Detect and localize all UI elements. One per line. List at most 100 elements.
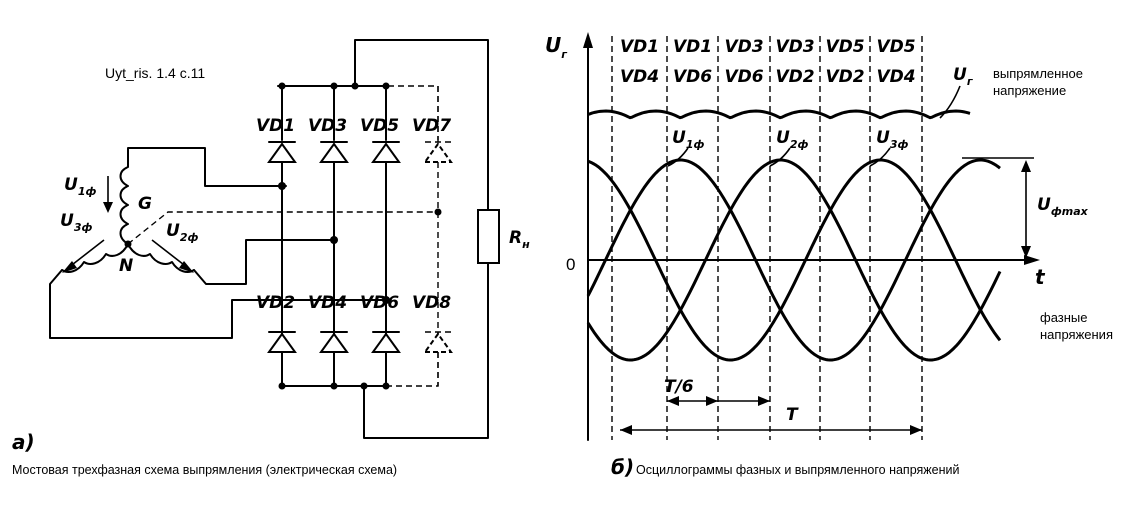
y-axis-arrow	[583, 32, 593, 48]
conduction-label-top: VD1	[673, 37, 712, 57]
bus-node	[382, 82, 390, 90]
generator-windings	[49, 147, 438, 339]
bus-node	[360, 382, 368, 390]
conduction-label-top: VD5	[876, 37, 915, 57]
bus-node	[278, 382, 286, 390]
x-axis-arrow	[1024, 255, 1040, 265]
rectified-label: выпрямленное напряжение	[993, 66, 1087, 98]
diode-label-top: VD1	[256, 116, 295, 136]
diode-symbol	[423, 142, 453, 163]
oscillogram-caption: Осциллограммы фазных и выпрямленного нап…	[636, 463, 959, 477]
circuit-diagram: Uyt_ris. 1.4 c.11 Rн VD1VD2VD3VD4VD5VD6V…	[12, 39, 530, 477]
amplitude-label: Uфmax	[1037, 195, 1089, 218]
part-a-label: a)	[12, 430, 35, 454]
bus-node	[351, 82, 359, 90]
amplitude-arrow-bottom	[1021, 246, 1031, 258]
conduction-label-bottom: VD2	[775, 67, 814, 87]
u1-arrow-head	[103, 202, 113, 213]
phase2-curve-label: U2ф	[776, 128, 808, 151]
phase-curves	[586, 158, 1002, 362]
diode-symbol	[319, 332, 349, 353]
phase3-label-leader	[869, 147, 891, 167]
conduction-label-top: VD3	[775, 37, 814, 57]
u3-arrow-head	[62, 261, 77, 273]
phase3-winding	[61, 243, 129, 273]
u2-arrow-head	[179, 261, 194, 273]
zero-label: 0	[566, 255, 575, 274]
bus-node	[330, 82, 338, 90]
diode-symbol	[319, 142, 349, 163]
generator-label: G	[138, 194, 152, 214]
x-axis-label: t	[1035, 265, 1046, 289]
conduction-label-top: VD3	[724, 37, 763, 57]
t6-arrow-mid	[706, 396, 718, 406]
diode-label-bottom: VD8	[412, 293, 451, 313]
y-axis-label: Uг	[545, 33, 568, 61]
conduction-label-bottom: VD6	[673, 67, 712, 87]
bottom-bus-dashed	[386, 330, 439, 387]
phase1-label-leader	[667, 147, 689, 167]
phase-voltage-label: фазные напряжения	[1040, 310, 1113, 342]
t6-label: T/6	[664, 377, 694, 397]
diode-label-top: VD7	[412, 116, 451, 136]
bus-node	[382, 382, 390, 390]
u1-label: U1ф	[64, 175, 96, 198]
load-label: Rн	[509, 228, 530, 251]
diode-symbol	[267, 142, 297, 163]
part-b-label: б)	[611, 455, 634, 479]
conduction-label-bottom: VD4	[620, 67, 659, 87]
commutation-lines	[611, 36, 923, 440]
diode-symbol	[371, 332, 401, 353]
phase2-label-leader	[769, 147, 791, 167]
u3-label: U3ф	[60, 211, 92, 234]
period-arrow-left	[620, 425, 632, 435]
bottom-to-load-wire	[363, 262, 489, 439]
phase3-curve-label: U3ф	[876, 128, 908, 151]
top-to-load-wire	[354, 39, 489, 211]
neutral-label: N	[119, 256, 133, 276]
diode-label-bottom: VD6	[360, 293, 399, 313]
phase1-winding	[119, 147, 287, 245]
phase1-curve-label: U1ф	[672, 128, 704, 151]
u2-arrow	[151, 239, 189, 269]
t6-arrow-left	[667, 396, 679, 406]
neutral-dashed	[127, 211, 438, 245]
load-resistor	[477, 209, 500, 264]
phase3-lead	[49, 269, 387, 339]
phase2-winding	[127, 243, 195, 273]
conduction-label-top: VD1	[620, 37, 659, 57]
diode-label-top: VD3	[308, 116, 347, 136]
diode-label-top: VD5	[360, 116, 399, 136]
ripple-marker-line	[939, 85, 961, 119]
period-arrow-right	[910, 425, 922, 435]
bus-node	[278, 82, 286, 90]
diode-symbol	[267, 332, 297, 353]
period-label: T	[786, 405, 799, 425]
diode-label-bottom: VD2	[256, 293, 295, 313]
phase-voltage-curve	[586, 158, 1002, 362]
u2-label: U2ф	[166, 221, 198, 244]
diode-label-bottom: VD4	[308, 293, 347, 313]
amplitude-arrow-top	[1021, 160, 1031, 172]
ripple-marker-label: Uг	[953, 65, 974, 88]
bus-node	[330, 382, 338, 390]
phase2-lead	[193, 239, 335, 285]
phase-voltage-curve	[586, 158, 1001, 362]
conduction-label-bottom: VD4	[876, 67, 915, 87]
rectified-voltage-curve	[587, 109, 971, 120]
reference-note: Uyt_ris. 1.4 c.11	[105, 65, 205, 81]
u3-arrow	[67, 239, 105, 269]
circuit-caption: Мостовая трехфазная схема выпрямления (э…	[12, 463, 397, 477]
diode-symbol	[371, 142, 401, 163]
t6-arrow-right	[758, 396, 770, 406]
conduction-label-bottom: VD6	[724, 67, 763, 87]
conduction-label-top: VD5	[825, 37, 864, 57]
conduction-label-bottom: VD2	[825, 67, 864, 87]
diode-symbol	[423, 332, 453, 353]
neutral-node	[124, 240, 132, 248]
